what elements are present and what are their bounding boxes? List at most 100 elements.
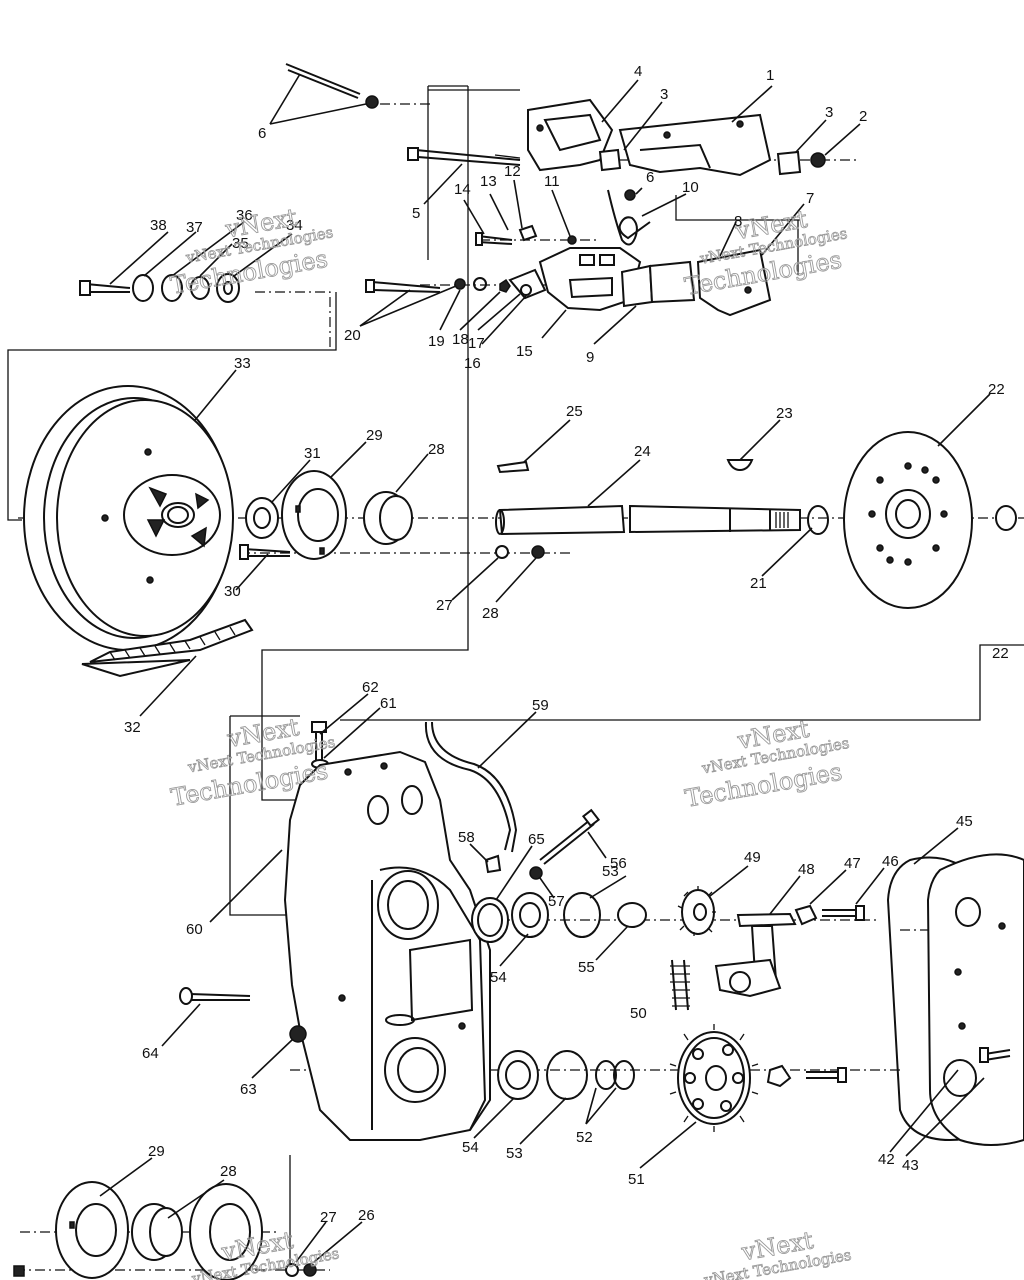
callout-3: 3 [660, 86, 668, 103]
callout-16: 16 [464, 355, 481, 372]
callout-49: 49 [744, 849, 761, 866]
snap-ring-part [546, 1050, 588, 1100]
callout-22: 22 [988, 381, 1005, 398]
spacer-part [598, 148, 622, 172]
callout-26: 26 [358, 1207, 375, 1224]
callout-6: 6 [258, 125, 266, 142]
callout-34: 34 [286, 217, 303, 234]
callout-10: 10 [682, 179, 699, 196]
callout-13: 13 [480, 173, 497, 190]
caliper-half-part [696, 248, 772, 317]
locking-collar-part [363, 491, 413, 545]
callout-54: 54 [462, 1139, 479, 1156]
callout-17: 17 [468, 335, 485, 352]
callout-58: 58 [458, 829, 475, 846]
callout-29: 29 [366, 427, 383, 444]
watermark: vNext vNext Technologies Technologies [682, 205, 849, 302]
spacer-part [776, 150, 802, 176]
callout-36: 36 [236, 207, 253, 224]
washer-part [285, 1263, 299, 1277]
callout-61: 61 [380, 695, 397, 712]
callout-15: 15 [516, 343, 533, 360]
callout-43: 43 [902, 1157, 919, 1174]
nut-part [454, 278, 466, 290]
watermark: vNext vNext Technologies Technologies [168, 203, 335, 300]
callout-32: 32 [124, 719, 141, 736]
callout-62: 62 [362, 679, 379, 696]
chaincase-cover-part [886, 853, 1024, 1146]
jackshaft-part [495, 504, 801, 536]
screw-part [477, 235, 513, 245]
callout-9: 9 [586, 349, 594, 366]
bolt-part [806, 1071, 840, 1079]
leader-lines [99, 73, 991, 1263]
nut-part [289, 1025, 307, 1043]
callout-30: 30 [224, 583, 241, 600]
drive-belt-part [81, 618, 254, 678]
hose-fitting-part [484, 854, 502, 874]
callout-25: 25 [566, 403, 583, 420]
callout-47: 47 [844, 855, 861, 872]
callout-7: 7 [806, 190, 814, 207]
callout-35: 35 [232, 235, 249, 252]
tension-bolt-part [539, 819, 595, 865]
guide-lines [7, 85, 1024, 1265]
callout-29: 29 [148, 1143, 165, 1160]
cap-screw-part [315, 730, 323, 760]
callout-50: 50 [630, 1005, 647, 1022]
callout-8: 8 [734, 213, 742, 230]
shaft-key-part [496, 460, 530, 474]
nut-part [531, 545, 545, 559]
nut-part [810, 152, 826, 168]
callout-55: 55 [578, 959, 595, 976]
callout-5: 5 [412, 205, 420, 222]
callout-46: 46 [882, 853, 899, 870]
nut-part [529, 866, 543, 880]
screw-head-part [475, 232, 483, 246]
pivot-bolt-part [407, 147, 521, 166]
nut-part [303, 1263, 317, 1277]
callout-22: 22 [992, 645, 1009, 662]
bolt-part [371, 281, 441, 293]
callout-53: 53 [506, 1145, 523, 1162]
linkage-rod-part [285, 63, 379, 109]
bearing-part [497, 1050, 539, 1100]
callout-33: 33 [234, 355, 251, 372]
callout-3: 3 [825, 104, 833, 121]
callout-45: 45 [956, 813, 973, 830]
callout-28: 28 [220, 1163, 237, 1180]
lower-collar-part [131, 1203, 183, 1261]
washer-part [473, 277, 487, 291]
bolt-washer-stack-part [79, 273, 240, 303]
bearing-part [245, 497, 279, 539]
chaincase-housing-part [283, 750, 491, 1141]
callout-57: 57 [548, 893, 565, 910]
callout-56: 56 [610, 855, 627, 872]
retaining-ring-part [807, 505, 829, 535]
drive-pulley-part [23, 385, 234, 651]
callout-64: 64 [142, 1045, 159, 1062]
adjuster-part [518, 224, 538, 242]
retainer-washer-part [766, 1064, 792, 1088]
spacer-part [595, 1060, 617, 1090]
vent-hose-part [424, 721, 512, 851]
washer-part [520, 284, 532, 296]
callout-6: 6 [646, 169, 654, 186]
washer-part [794, 904, 818, 926]
woodruff-key-part [726, 459, 754, 472]
callout-18: 18 [452, 331, 469, 348]
snap-ring-part [563, 892, 601, 938]
callout-38: 38 [150, 217, 167, 234]
bolt-part [822, 909, 858, 917]
callout-20: 20 [344, 327, 361, 344]
bearing-flange-part [281, 470, 347, 560]
upper-sprocket-part [677, 886, 716, 936]
lock-nut-part [567, 235, 577, 245]
callout-14: 14 [454, 181, 471, 198]
callout-52: 52 [576, 1129, 593, 1146]
spacer-part [617, 902, 647, 928]
lower-flange-part [55, 1181, 129, 1279]
bracket-part [527, 98, 614, 172]
callout-28: 28 [482, 605, 499, 622]
housing-bolt-part [189, 993, 251, 1001]
